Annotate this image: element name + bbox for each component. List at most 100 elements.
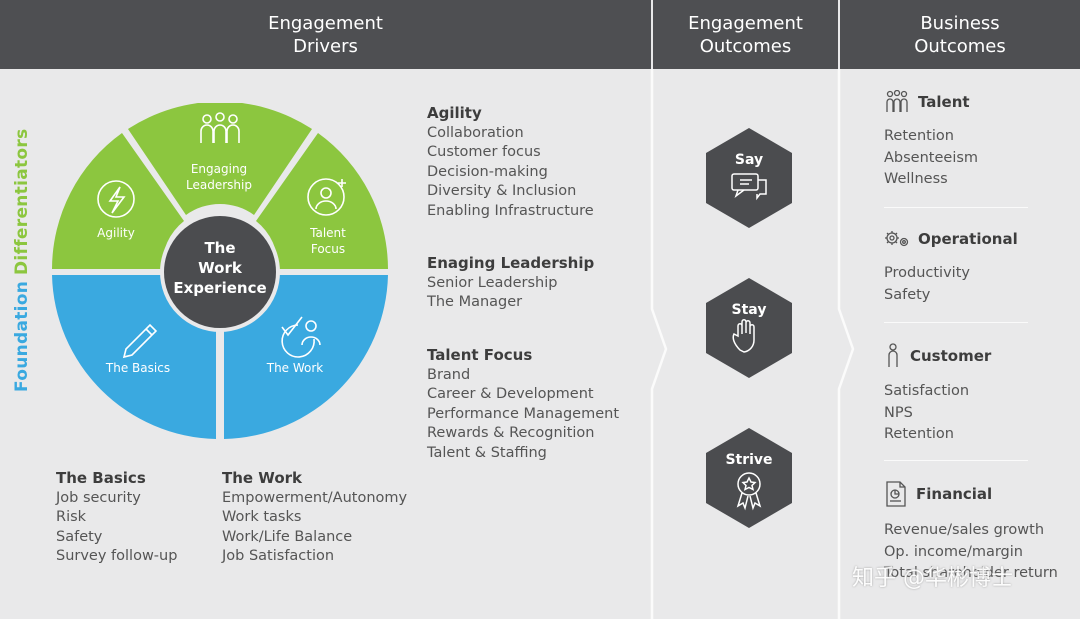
center-line-3: Experience [173,279,266,297]
list-item: Op. income/margin [884,543,1023,560]
segment-engaging-leadership [128,103,312,215]
person-plus-icon [307,178,346,216]
header-line: Engagement [688,12,803,34]
segment-label-work: The Work [266,361,324,375]
award-icon [736,472,762,511]
list-item: Job security [56,489,141,506]
stay-label: Stay [732,302,767,318]
leadership-list: Enaging Leadership Senior Leadership The… [427,254,594,313]
work-experience-wheel: The Work Experience Engaging Leadership … [52,103,388,439]
column-separators [650,69,855,619]
list-item: Retention [884,128,954,144]
segment-label-engaging-1: Engaging [191,162,247,176]
list-item: Survey follow-up [56,548,178,564]
list-item: The Manager [427,294,523,310]
strive-label: Strive [725,452,772,468]
business-operational: Operational Productivity Safety [884,229,1074,306]
pencil-icon [122,323,158,359]
chat-icon [731,173,767,201]
segment-label-talent-2: Focus [311,242,345,256]
list-item: Satisfaction [884,383,970,399]
business-title: Customer [884,343,1074,369]
list-item: Total shareholder return [884,565,1058,581]
divider [884,460,1028,461]
business-financial: Financial Revenue/sales growth Op. incom… [884,480,1074,585]
business-title: Operational [884,229,1074,249]
list-item: Revenue/sales growth [884,522,1045,538]
list-item: Performance Management [427,405,620,422]
business-outcomes-column [840,69,1080,619]
list-title: The Work [222,469,302,487]
list-item: Job Satisfaction [222,548,335,564]
list-item: Senior Leadership [427,274,558,291]
person-icon [888,343,898,367]
hand-icon [732,319,755,353]
header-line: Business [920,12,1000,34]
people-icon [886,90,908,112]
list-item: NPS [884,404,913,421]
watermark: 知乎 @华彬博士 [852,566,1013,591]
header-line: Engagement [268,12,383,34]
say-label: Say [735,152,763,168]
list-item: Career & Development [427,386,594,402]
segment-label-agility: Agility [97,226,135,240]
business-title-text: Talent [918,93,970,111]
center-line-1: The [204,239,235,257]
list-item: Brand [427,366,471,383]
center-line-2: Work [198,259,243,277]
segment-the-work [224,275,388,439]
business-title-text: Operational [918,230,1018,248]
list-title: Talent Focus [427,346,533,364]
business-title-text: Customer [910,347,992,365]
foundation-label: Foundation [12,280,32,392]
header-line: Drivers [293,35,358,57]
list-item: Talent & Staffing [427,444,547,461]
header-line: Outcomes [699,35,792,57]
agility-list: Agility Collaboration Customer focus Dec… [427,104,594,221]
segment-label-basics: The Basics [105,361,170,375]
lightning-icon [97,180,135,218]
business-talent: Talent Retention Absenteeism Wellness [884,90,1074,191]
business-title-text: Financial [916,485,993,503]
business-customer: Customer Satisfaction NPS Retention [884,343,1074,446]
say-hexagon: Say [706,128,792,228]
list-item: Customer focus [427,144,541,160]
people-icon [200,112,240,143]
list-item: Retention [884,426,954,442]
divider [884,322,1028,323]
list-item: Work/Life Balance [222,528,353,545]
differentiators-label: Differentiators [12,128,32,275]
list-item: Diversity & Inclusion [427,183,577,199]
list-item: Risk [56,509,87,525]
talent-focus-list: Talent Focus Brand Career & Development … [427,346,619,463]
segment-label-engaging-2: Leadership [186,178,252,192]
work-list: The Work Empowerment/Autonomy Work tasks… [222,469,407,567]
list-item: Wellness [884,171,948,187]
strive-hexagon: Strive [706,428,792,528]
document-icon [886,481,906,507]
list-title: The Basics [56,469,146,487]
list-item: Work tasks [222,509,302,525]
gears-icon [885,231,909,247]
segment-the-basics [52,275,216,439]
list-item: Safety [884,286,931,303]
list-item: Decision-making [427,163,548,180]
basics-list: The Basics Job security Risk Safety Surv… [56,469,177,567]
business-title: Financial [884,480,1074,508]
business-title: Talent [884,90,1074,114]
check-person-icon [281,316,321,358]
stay-hexagon: Stay [706,278,792,378]
list-item: Enabling Infrastructure [427,202,594,219]
header-line: Outcomes [914,35,1006,57]
list-item: Productivity [884,265,970,281]
list-title: Enaging Leadership [427,254,595,272]
list-item: Safety [56,528,103,545]
list-item: Absenteeism [884,149,979,166]
list-item: Collaboration [427,124,524,141]
list-item: Empowerment/Autonomy [222,489,408,506]
divider [884,207,1028,208]
segment-label-talent-1: Talent [309,226,346,240]
